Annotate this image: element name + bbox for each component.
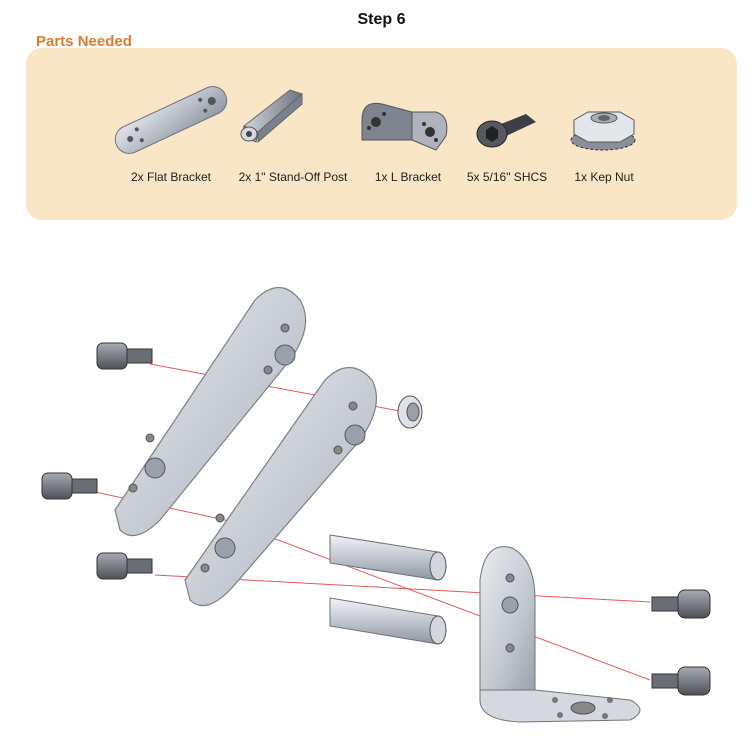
part-label-flat-bracket: 2x Flat Bracket — [130, 170, 212, 184]
part-label-kep-nut: 1x Kep Nut — [574, 170, 634, 184]
step-title: Step 6 — [357, 11, 406, 28]
part-flat-bracket: 2x Flat Bracket 2x 1" Stand-Off Post 1x … — [26, 48, 737, 220]
flat-bracket-icon — [114, 86, 636, 154]
exploded-assembly-diagram — [41, 286, 711, 723]
flat-bracket-front — [184, 366, 378, 607]
l-bracket-assembly — [479, 546, 641, 723]
shcs-screw-left-1 — [96, 342, 153, 370]
standoff-post-lower — [329, 597, 447, 645]
shcs-screw-left-2 — [41, 472, 98, 500]
standoff-post-icon — [240, 89, 303, 144]
shcs-screw-left-3 — [96, 552, 153, 580]
part-label-l-bracket: 1x L Bracket — [374, 170, 442, 184]
standoff-post-upper — [329, 534, 447, 581]
shcs-screw-icon — [476, 114, 536, 148]
part-label-shcs: 5x 5/16" SHCS — [466, 170, 548, 184]
flat-bracket-back — [114, 286, 307, 537]
parts-needed-heading: Parts Needed — [36, 33, 132, 50]
shcs-screw-right-1 — [651, 589, 711, 619]
shcs-screw-right-2 — [651, 666, 711, 696]
part-label-standoff-post: 2x 1" Stand-Off Post — [238, 170, 348, 184]
l-bracket-icon — [361, 102, 448, 151]
kep-nut-icon — [570, 111, 636, 151]
parts-needed-panel: 2x Flat Bracket 2x 1" Stand-Off Post 1x … — [26, 48, 737, 220]
kep-nut-assembly — [397, 395, 423, 429]
